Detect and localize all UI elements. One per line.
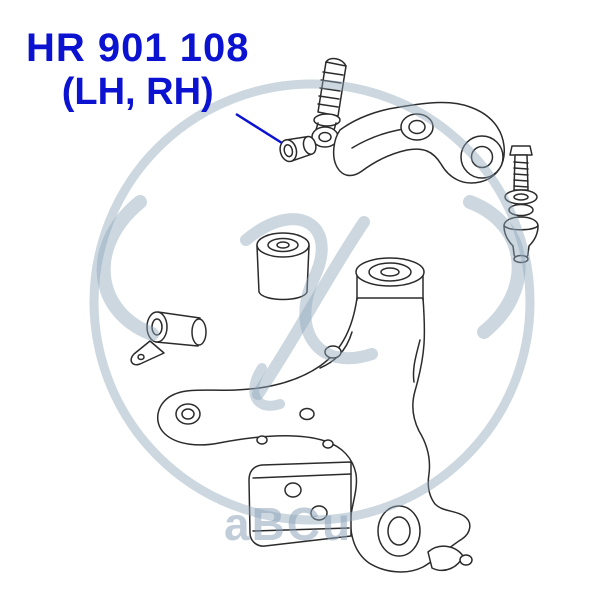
- callout-bushing-drawing: [279, 135, 317, 163]
- part-variant: (LH, RH): [61, 70, 214, 113]
- watermark-flourish-right: [463, 195, 526, 339]
- side-bushing-drawing: [130, 311, 207, 366]
- parts-line-art: [130, 57, 539, 573]
- watermark-glyph-stroke-3: [249, 363, 285, 411]
- watermark-flourish-left: [96, 195, 159, 341]
- ball-joint-drawing: [503, 145, 539, 264]
- large-bushing-drawing: [256, 232, 310, 301]
- callout-leader-line: [235, 112, 283, 145]
- part-callout-label: HR 901 108 (LH, RH): [26, 26, 249, 113]
- lower-control-arm-drawing: [156, 257, 473, 573]
- upper-control-arm-drawing: [332, 101, 505, 184]
- watermark-glyph-stroke-2: [252, 216, 370, 400]
- part-number: HR 901 108: [26, 26, 250, 70]
- watermark: aBCu: [89, 79, 535, 550]
- watermark-text: aBCu: [224, 498, 352, 550]
- watermark-glyph-stroke-1: [240, 213, 378, 365]
- watermark-circle: [89, 79, 535, 525]
